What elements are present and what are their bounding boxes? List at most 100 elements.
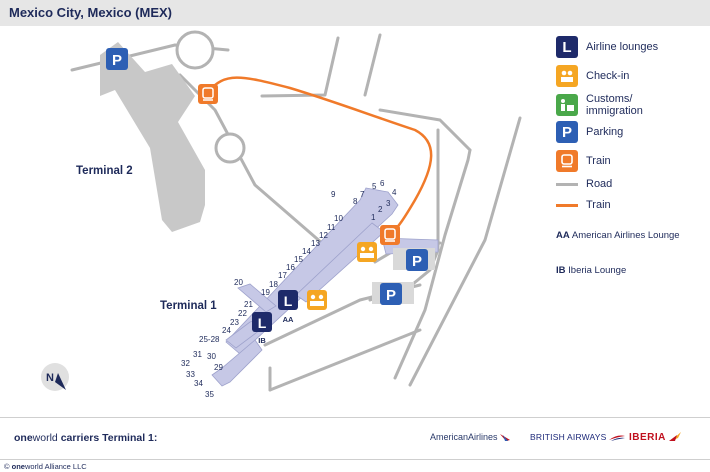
gate-label: 6: [380, 179, 385, 188]
road-line-swatch: [556, 182, 578, 186]
gate-label: 15: [294, 255, 303, 264]
legend-row-lounges: L Airline lounges: [556, 36, 658, 58]
gate-label: 31: [193, 350, 202, 359]
brand-one: one: [14, 432, 33, 444]
gate-labels: 1 2 3 4 5 6 7 8 9 10 11 12 13 14 15 16 1…: [181, 179, 397, 399]
svg-text:P: P: [112, 52, 122, 69]
train-line-swatch: [556, 203, 578, 207]
gate-label: 4: [392, 188, 397, 197]
terminal-1-label: Terminal 1: [160, 300, 217, 312]
copyright: © oneworld Alliance LLC: [4, 462, 87, 471]
gate-label: 9: [331, 190, 336, 199]
footer-bottom-divider: [0, 459, 710, 460]
copyright-brand-one: one: [11, 462, 25, 471]
legend-label: Train: [586, 155, 611, 167]
lounge-aa-tag: AA: [283, 315, 294, 324]
gate-label: 32: [181, 359, 190, 368]
compass-letter: N: [46, 372, 54, 384]
gate-label: 2: [378, 205, 383, 214]
legend-label: Customs/ immigration: [586, 93, 643, 117]
svg-text:P: P: [386, 287, 396, 304]
gate-label: 5: [372, 182, 377, 191]
iberia-logo[interactable]: IBERIA: [629, 432, 685, 443]
train-icon: [556, 150, 578, 172]
svg-text:P: P: [412, 253, 422, 270]
gate-label: 20: [234, 278, 243, 287]
legend-label: Airline lounges: [586, 41, 659, 53]
gate-label: 23: [230, 318, 239, 327]
legend-row-checkin: Check-in: [556, 65, 629, 87]
copyright-symbol: ©: [4, 462, 10, 471]
legend-row-parking: P Parking: [556, 121, 623, 143]
carriers-text: carriers Terminal 1:: [60, 432, 158, 444]
airport-map[interactable]: P P P L AA L IB 1 2: [0, 26, 550, 416]
copyright-brand-world: world: [24, 462, 43, 471]
checkin-icon[interactable]: [357, 242, 377, 262]
train-icon[interactable]: [380, 225, 400, 245]
copyright-text: Alliance LLC: [44, 462, 87, 471]
legend-row-train: Train: [556, 150, 611, 172]
logo-text: BRITISH AIRWAYS: [530, 432, 607, 442]
british-airways-logo[interactable]: BRITISH AIRWAYS: [530, 432, 626, 442]
svg-text:L: L: [284, 293, 293, 309]
compass-icon: N: [41, 363, 69, 391]
gate-label: 22: [238, 309, 247, 318]
gate-label: 33: [186, 370, 195, 379]
gate-label: 24: [222, 326, 231, 335]
lounge-icon[interactable]: L: [252, 312, 272, 332]
lounge-icon[interactable]: L: [278, 290, 298, 310]
train-icon[interactable]: [198, 84, 218, 104]
parking-icon: P: [556, 121, 578, 143]
terminal-2-label: Terminal 2: [76, 165, 133, 177]
checkin-icon[interactable]: [307, 290, 327, 310]
customs-icon: [556, 94, 578, 116]
gate-label: 18: [269, 280, 278, 289]
legend-note-ib: IB Iberia Lounge: [556, 265, 626, 277]
page-title: Mexico City, Mexico (MEX): [9, 5, 173, 20]
parking-icon[interactable]: P: [380, 283, 402, 305]
svg-text:L: L: [258, 315, 267, 331]
legend-row-road: Road: [556, 178, 612, 190]
gate-label: 17: [278, 271, 287, 280]
american-airlines-logo[interactable]: AmericanAirlines: [430, 432, 511, 442]
terminal-2-building[interactable]: [100, 42, 205, 232]
gate-label: 1: [371, 213, 376, 222]
gate-label: 34: [194, 379, 203, 388]
legend-label: Parking: [586, 126, 624, 138]
legend-row-train-line: Train: [556, 199, 611, 211]
lounge-icon: L: [556, 36, 578, 58]
legend-code-ib: IB: [556, 265, 566, 276]
gate-label: 29: [214, 363, 223, 372]
parking-icon[interactable]: P: [406, 249, 428, 271]
gate-label: 13: [311, 239, 320, 248]
gate-label: 19: [261, 288, 270, 297]
carriers-label: oneworld carriers Terminal 1:: [14, 432, 157, 444]
parking-icon[interactable]: P: [106, 48, 128, 70]
legend-label: Check-in: [586, 70, 630, 82]
gate-label: 35: [205, 390, 214, 399]
gate-label: 14: [302, 247, 311, 256]
logo-text: IBERIA: [629, 432, 666, 443]
train-line: [207, 76, 433, 236]
legend-label: Train: [586, 199, 611, 211]
gate-label: 21: [244, 300, 253, 309]
gate-label: 8: [353, 197, 358, 206]
legend-name-ib: Iberia Lounge: [568, 265, 627, 276]
gate-label: 10: [334, 214, 343, 223]
gate-label: 12: [319, 231, 328, 240]
lounge-ib-tag: IB: [258, 336, 266, 345]
logo-text: AmericanAirlines: [430, 432, 498, 442]
footer-divider: [0, 417, 710, 418]
gate-label: 3: [386, 199, 391, 208]
brand-world: world: [32, 432, 58, 444]
legend-note-aa: AA American Airlines Lounge: [556, 230, 680, 242]
legend-name-aa: American Airlines Lounge: [571, 230, 680, 241]
legend-row-customs: Customs/ immigration: [556, 93, 656, 117]
legend-label: Road: [586, 178, 613, 190]
gate-label: 16: [286, 263, 295, 272]
gate-label: 7: [360, 190, 365, 199]
checkin-icon: [556, 65, 578, 87]
gate-label: 25-28: [199, 335, 220, 344]
title-bar: Mexico City, Mexico (MEX): [0, 0, 710, 26]
legend-code-aa: AA: [556, 230, 570, 241]
